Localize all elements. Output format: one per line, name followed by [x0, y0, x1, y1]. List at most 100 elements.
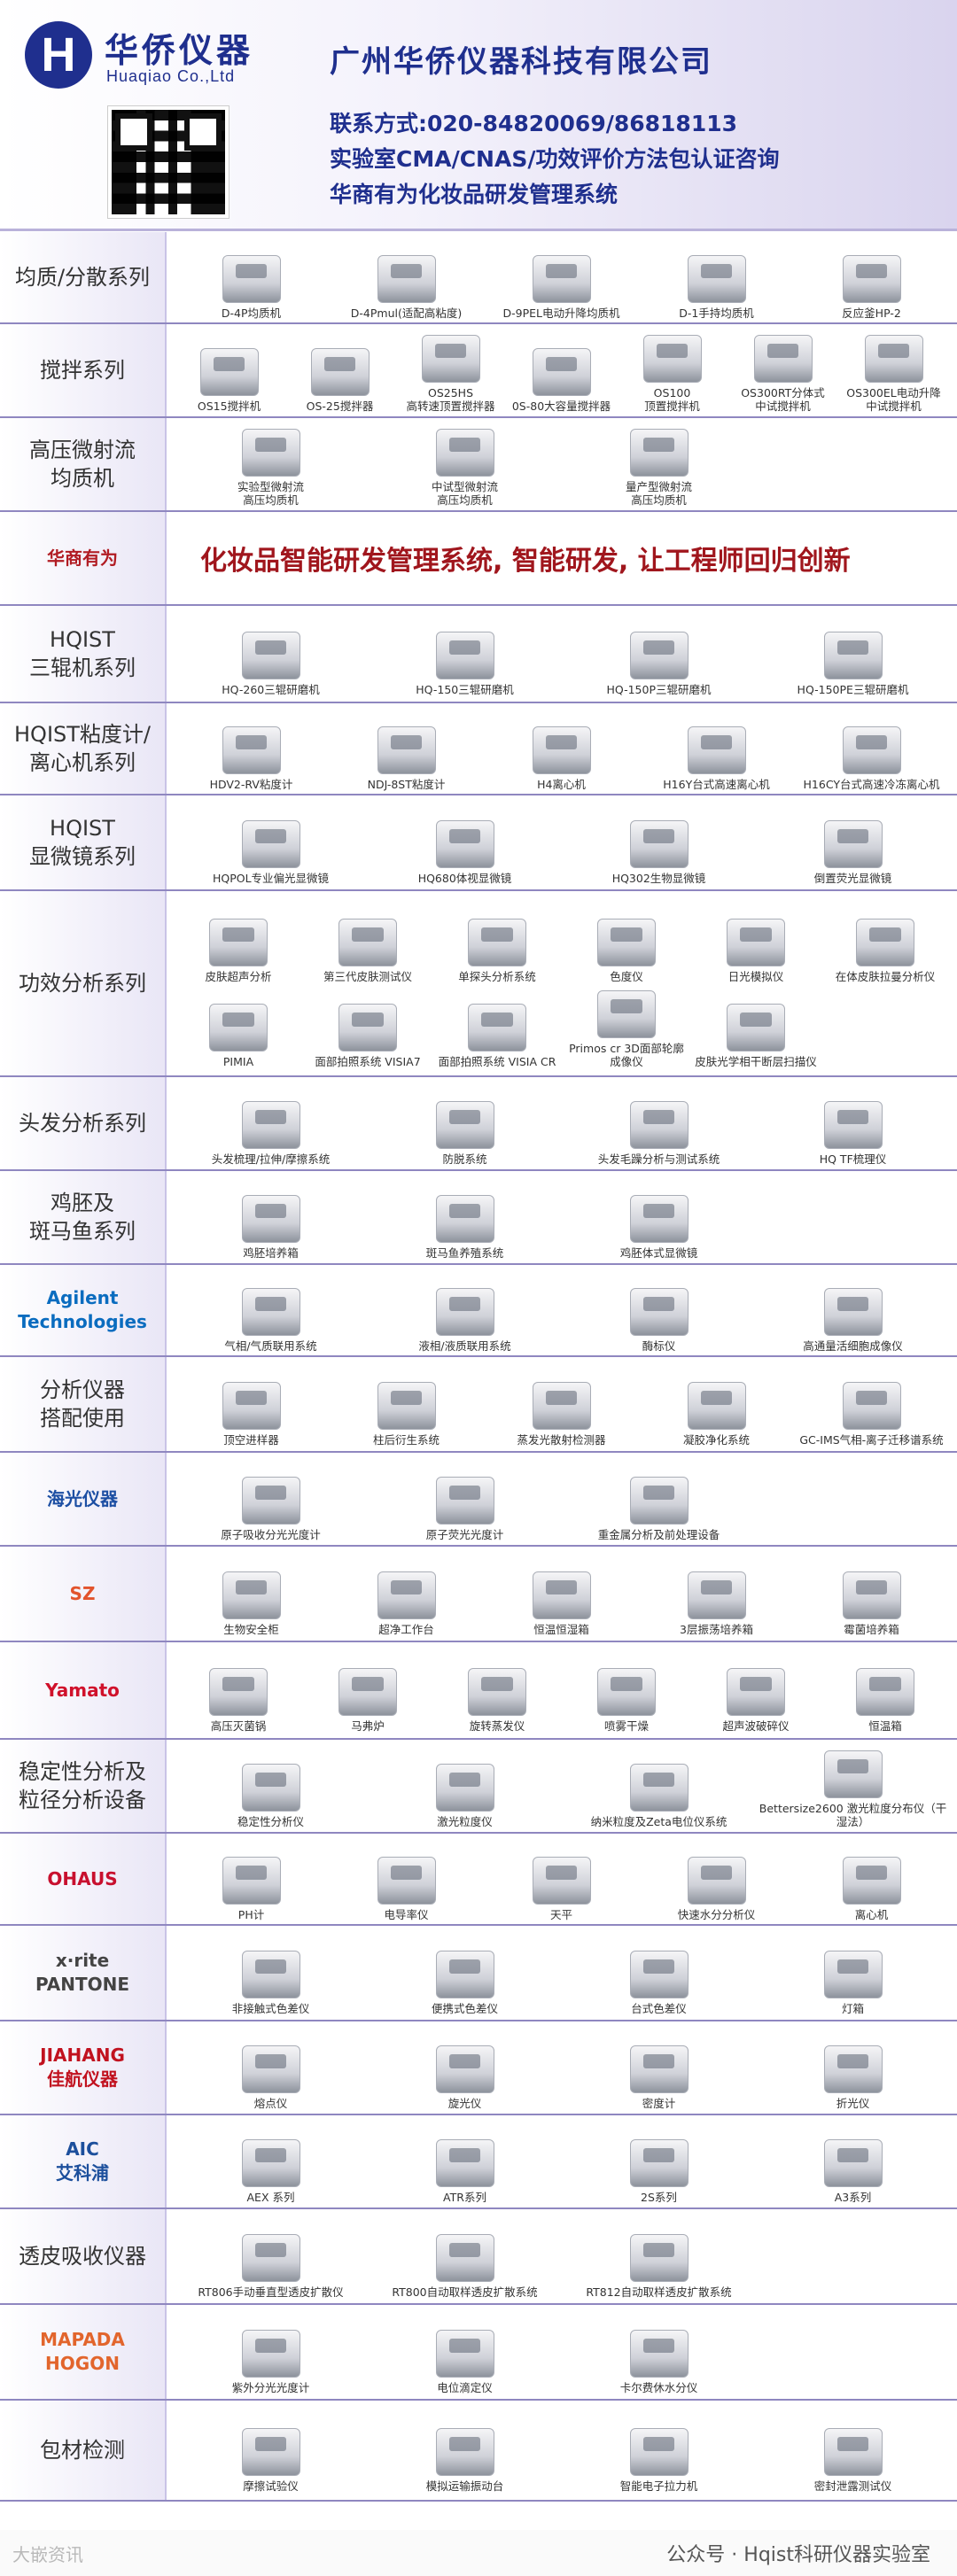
- product-photo-icon: [629, 429, 689, 477]
- system-slogan: 化妆品智能研发管理系统, 智能研发, 让工程师回归创新: [200, 546, 851, 577]
- category-row: 鸡胚及 斑马鱼系列鸡胚培养箱斑马鱼养殖系统鸡胚体式显微镜: [0, 1171, 957, 1265]
- product-photo-icon: [241, 2330, 300, 2378]
- product-item: 稳定性分析仪: [174, 1743, 368, 1828]
- product-caption: H4离心机: [537, 778, 586, 791]
- product-item: OS100 顶置搅拌机: [617, 328, 727, 413]
- product-caption: 旋转蒸发仪: [469, 1719, 525, 1733]
- product-caption: 模拟运输振动台: [425, 2479, 504, 2493]
- product-photo-icon: [209, 919, 268, 966]
- product-item: RT812自动取样透皮扩散系统: [562, 2214, 756, 2299]
- product-caption: 在体皮肤拉曼分析仪: [835, 970, 936, 983]
- product-photo-icon: [642, 335, 702, 383]
- category-label: 功效分析系列: [0, 891, 167, 1075]
- product-photo-icon: [687, 1571, 746, 1619]
- product-caption: 熔点仪: [253, 2097, 288, 2110]
- product-caption: RT800自动取样透皮扩散系统: [392, 2285, 538, 2299]
- product-photo-icon: [823, 1288, 883, 1336]
- product-item: 3层振荡培养箱: [639, 1551, 794, 1636]
- product-item: 防脱系统: [368, 1081, 562, 1166]
- product-item: HQ-260三辊研磨机: [174, 611, 368, 696]
- product-item: Bettersize2600 激光粒度分布仪（干湿法）: [756, 1743, 950, 1828]
- product-item: D-1手持均质机: [639, 235, 794, 320]
- category-row: JIAHANG 佳航仪器熔点仪旋光仪密度计折光仪: [0, 2021, 957, 2115]
- product-photo-icon: [629, 1288, 689, 1336]
- product-item: 反应釜HP-2: [794, 235, 949, 320]
- product-item: 非接触式色差仪: [174, 1930, 368, 2015]
- product-photo-icon: [241, 429, 300, 477]
- product-caption: 喷雾干燥: [603, 1719, 649, 1733]
- product-item: 液相/液质联用系统: [368, 1268, 562, 1353]
- product-list: 鸡胚培养箱斑马鱼养殖系统鸡胚体式显微镜: [174, 1171, 950, 1263]
- product-photo-icon: [629, 1477, 689, 1525]
- product-caption: AEX 系列: [246, 2191, 295, 2204]
- category-label: 头发分析系列: [0, 1077, 167, 1169]
- product-photo-icon: [597, 990, 656, 1038]
- product-item: OS300RT分体式 中试搅拌机: [727, 328, 838, 413]
- product-item: 超净工作台: [329, 1551, 484, 1636]
- product-caption: NDJ-8ST粘度计: [367, 778, 446, 791]
- product-caption: D-4Pmul(适配高粘度): [350, 306, 463, 320]
- product-item: RT806手动垂直型透皮扩散仪: [174, 2214, 368, 2299]
- product-caption: 旋光仪: [447, 2097, 482, 2110]
- product-caption: 非接触式色差仪: [231, 2002, 310, 2015]
- product-caption: 日光模拟仪: [727, 970, 784, 983]
- product-photo-icon: [435, 2045, 494, 2093]
- product-photo-icon: [687, 1382, 746, 1430]
- product-photo-icon: [435, 1764, 494, 1812]
- product-photo-icon: [435, 632, 494, 679]
- product-caption: 紫外分光光度计: [231, 2381, 310, 2394]
- category-row: 海光仪器原子吸收分光光度计原子荧光光度计重金属分析及前处理设备: [0, 1453, 957, 1547]
- product-item: 熔点仪: [174, 2025, 368, 2110]
- product-photo-icon: [687, 726, 746, 774]
- product-caption: 色度仪: [610, 970, 643, 983]
- product-caption: 台式色差仪: [631, 2002, 687, 2015]
- product-photo-icon: [435, 2330, 494, 2378]
- product-photo-icon: [597, 1668, 656, 1716]
- product-caption: 凝胶净化系统: [682, 1433, 750, 1447]
- product-item: HQ680体视显微镜: [368, 800, 562, 885]
- category-label: JIAHANG 佳航仪器: [0, 2021, 167, 2114]
- product-caption: D-4P均质机: [221, 306, 282, 320]
- product-photo-icon: [823, 1101, 883, 1149]
- product-photo-icon: [338, 1668, 397, 1716]
- product-item: 酶标仪: [562, 1268, 756, 1353]
- product-photo-icon: [823, 632, 883, 679]
- product-item: OS15搅拌机: [174, 328, 284, 413]
- product-photo-icon: [421, 335, 480, 383]
- product-item: 在体皮肤拉曼分析仪: [821, 898, 950, 983]
- product-photo-icon: [823, 2139, 883, 2187]
- product-photo-icon: [687, 1857, 746, 1905]
- product-item: 纳米粒度及Zeta电位仪系统: [562, 1743, 756, 1828]
- product-item: 马弗炉: [303, 1648, 432, 1733]
- product-photo-icon: [222, 1382, 281, 1430]
- product-item: 霉菌培养箱: [794, 1551, 949, 1636]
- product-photo-icon: [241, 2045, 300, 2093]
- product-photo-icon: [629, 1951, 689, 1998]
- product-caption: RT812自动取样透皮扩散系统: [586, 2285, 732, 2299]
- product-photo-icon: [532, 726, 591, 774]
- logo-chinese-name: 华侨仪器: [105, 31, 254, 70]
- product-photo-icon: [241, 2428, 300, 2476]
- product-photo-icon: [629, 1764, 689, 1812]
- product-caption: 面部拍照系统 VISIA7: [315, 1055, 421, 1068]
- product-item: HQPOL专业偏光显微镜: [174, 800, 368, 885]
- product-caption: 皮肤光学相干断层扫描仪: [695, 1055, 817, 1068]
- product-photo-icon: [377, 255, 436, 303]
- product-photo-icon: [241, 1101, 300, 1149]
- product-photo-icon: [209, 1668, 268, 1716]
- product-item: 重金属分析及前处理设备: [562, 1456, 756, 1541]
- product-item: 卡尔费休水分仪: [562, 2309, 756, 2394]
- product-photo-icon: [629, 1195, 689, 1243]
- product-photo-icon: [435, 2234, 494, 2282]
- certification-line: 实验室CMA/CNAS/功效评价方法包认证咨询: [330, 146, 780, 172]
- product-caption: 皮肤超声分析: [205, 970, 272, 983]
- product-photo-icon: [629, 632, 689, 679]
